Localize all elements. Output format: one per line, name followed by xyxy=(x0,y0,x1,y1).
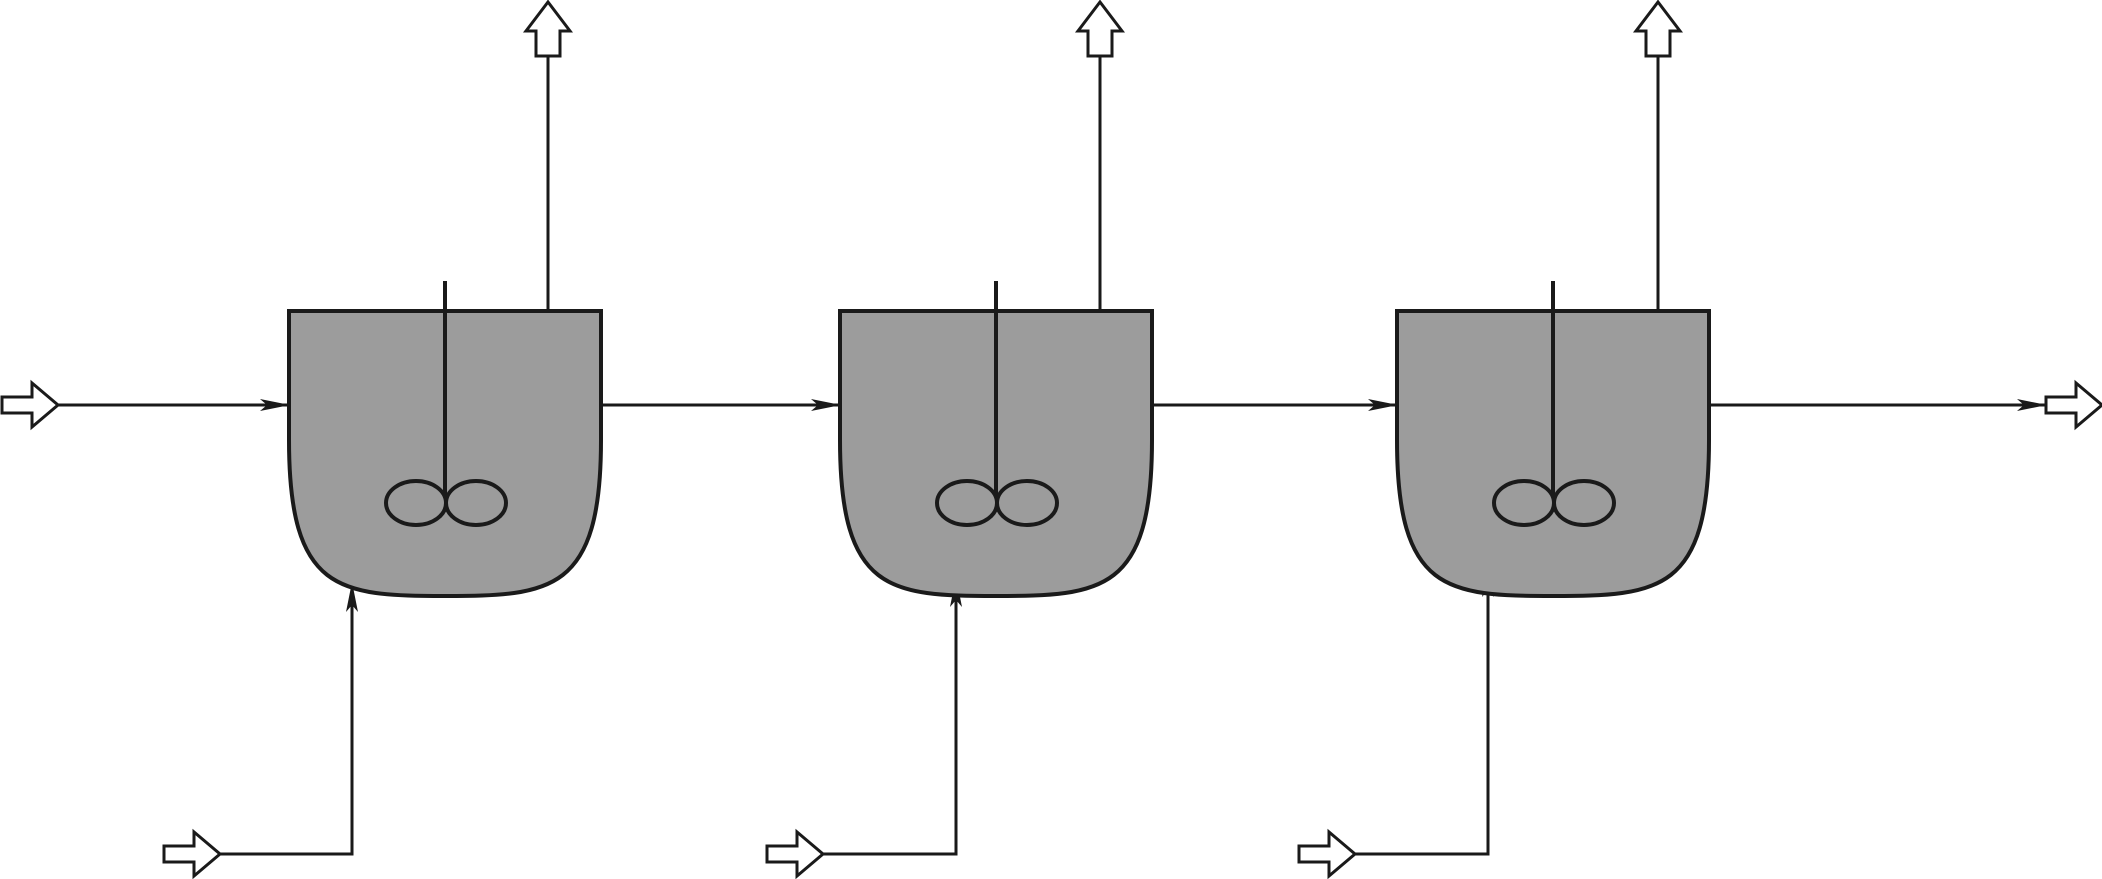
impeller-lobe-left-1 xyxy=(384,479,448,527)
vent-hollow-arrow-3 xyxy=(1632,0,1684,58)
side-feed-hollow-arrow-1 xyxy=(162,828,223,879)
impeller-lobe-left-2 xyxy=(935,479,999,527)
vent-hollow-arrow-1 xyxy=(522,0,574,58)
side-feed-line-2 xyxy=(823,577,962,856)
side-feed-line-1 xyxy=(220,582,358,856)
feed-inlet-hollow-arrow xyxy=(0,379,61,431)
side-feed-line-3 xyxy=(1355,567,1494,856)
product-outlet-hollow-arrow xyxy=(2044,379,2102,431)
impeller-lobe-right-3 xyxy=(1552,479,1616,527)
impeller-lobe-right-1 xyxy=(444,479,508,527)
side-feed-hollow-arrow-2 xyxy=(765,828,826,879)
impeller-lobe-left-3 xyxy=(1492,479,1556,527)
impeller-lobe-right-2 xyxy=(995,479,1059,527)
side-feed-hollow-arrow-3 xyxy=(1297,828,1358,879)
vent-hollow-arrow-2 xyxy=(1074,0,1126,58)
